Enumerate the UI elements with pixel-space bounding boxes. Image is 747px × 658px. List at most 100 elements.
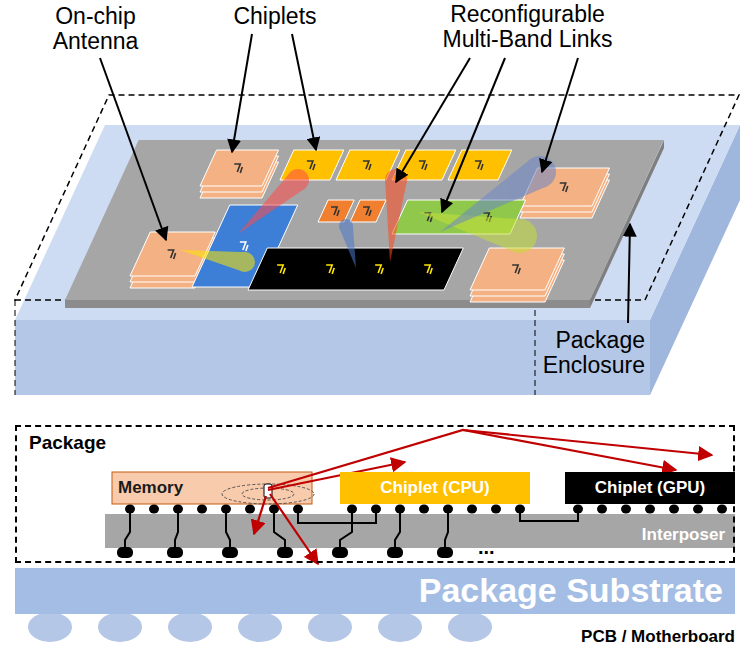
interposer-band xyxy=(105,514,735,548)
antenna-symbol xyxy=(313,164,315,170)
node-label: Chiplet (CPU) xyxy=(380,479,490,498)
antenna-symbol xyxy=(240,242,246,250)
micro-bump xyxy=(717,505,727,514)
antenna-symbol xyxy=(512,265,518,273)
interposer-wire xyxy=(520,513,578,521)
leader-arrow xyxy=(292,34,316,150)
chiplet xyxy=(318,200,354,222)
micro-bump xyxy=(491,505,501,514)
antenna-symbol xyxy=(560,183,566,191)
antenna-symbol xyxy=(381,268,383,274)
c4-bump xyxy=(332,547,348,558)
wireless-beam xyxy=(339,219,356,268)
signal-ray xyxy=(270,494,318,564)
micro-bump xyxy=(467,505,477,514)
c4-bump xyxy=(277,547,293,558)
antenna-symbol xyxy=(419,161,425,169)
antenna-symbol xyxy=(475,161,481,169)
micro-bump xyxy=(621,505,631,514)
antenna-symbol xyxy=(424,265,430,273)
signal-ray xyxy=(254,496,266,534)
node-label: Chiplet (GPU) xyxy=(595,479,706,498)
antenna-symbol xyxy=(277,265,283,273)
micro-bump xyxy=(293,505,303,514)
antenna-symbol xyxy=(234,164,240,172)
solder-ball xyxy=(238,612,282,642)
antenna-symbol xyxy=(246,245,248,251)
leader-arrow xyxy=(628,224,630,323)
interposer-wire xyxy=(226,513,230,550)
micro-bump xyxy=(693,505,703,514)
interposer-wire xyxy=(298,513,376,523)
beam-lobe xyxy=(339,219,353,233)
callout-label: Chiplets xyxy=(215,4,335,29)
package-region: PackageMemoryChiplet (CPU)Chiplet (GPU)I… xyxy=(15,425,735,563)
antenna-symbol xyxy=(369,164,371,170)
enclosure-dashed-outline xyxy=(15,300,16,395)
antenna-symbol xyxy=(375,265,381,273)
c4-bump xyxy=(167,547,183,558)
solder-ball xyxy=(448,612,492,642)
signal-ray xyxy=(463,430,712,455)
micro-bump xyxy=(221,505,231,514)
wireless-beam xyxy=(385,169,407,262)
micro-bump xyxy=(395,505,405,514)
antenna-symbol xyxy=(240,167,242,173)
board-label: PCB / Motherboard xyxy=(520,628,735,647)
micro-bump xyxy=(443,505,453,514)
leader-arrow xyxy=(396,58,470,182)
antenna-symbol xyxy=(174,253,176,259)
memory-die: Memory xyxy=(112,472,312,504)
interposer-wire xyxy=(395,513,400,550)
node-label: Package Substrate xyxy=(419,572,723,609)
micro-bump xyxy=(347,505,357,514)
micro-bump xyxy=(419,505,429,514)
wireless-beam xyxy=(418,212,537,253)
chiplet xyxy=(248,248,463,290)
chiplet xyxy=(350,200,386,222)
cpu-chiplet: Chiplet (CPU) xyxy=(340,472,530,504)
micro-bump xyxy=(515,505,525,514)
wireless-beam xyxy=(238,169,309,234)
interposer-wire xyxy=(445,513,448,550)
micro-bump xyxy=(669,505,679,514)
antenna-symbol xyxy=(363,161,369,169)
c4-bump xyxy=(117,547,133,558)
antenna-symbol xyxy=(168,250,174,258)
node-label: Package xyxy=(29,433,106,454)
antenna-symbol xyxy=(566,186,568,192)
solder-ball xyxy=(28,612,72,642)
package-substrate: Package Substrate xyxy=(15,568,735,614)
leader-arrow xyxy=(100,58,166,240)
beam-body xyxy=(385,179,407,262)
wireless-beam xyxy=(440,156,556,232)
antenna-symbol xyxy=(425,164,427,170)
antenna-symbol xyxy=(481,164,483,170)
node-label: Memory xyxy=(118,479,183,498)
antenna-symbol xyxy=(283,268,285,274)
micro-bump xyxy=(245,505,255,514)
solder-ball xyxy=(98,612,142,642)
micro-bump xyxy=(645,505,655,514)
c4-bump xyxy=(437,547,453,558)
interposer-plate xyxy=(65,140,664,300)
continuation-mark: ... xyxy=(478,536,518,558)
antenna-symbol xyxy=(369,210,371,216)
beam-lobe xyxy=(385,169,407,191)
leader-arrow xyxy=(442,58,505,212)
solder-ball xyxy=(308,612,352,642)
interposer-wire xyxy=(274,513,285,550)
wireless-beam xyxy=(180,250,255,272)
leader-arrow xyxy=(232,34,252,152)
antenna-symbol xyxy=(363,207,369,215)
antenna-symbol xyxy=(518,268,520,274)
c4-bump xyxy=(222,547,238,558)
solder-ball xyxy=(378,612,422,642)
beam-lobe xyxy=(287,169,309,191)
interposer-edge xyxy=(590,140,664,308)
interposer-wire xyxy=(340,513,352,550)
interposer-wire xyxy=(175,513,178,550)
beam-lobe xyxy=(235,252,255,272)
c4-bump xyxy=(387,547,403,558)
